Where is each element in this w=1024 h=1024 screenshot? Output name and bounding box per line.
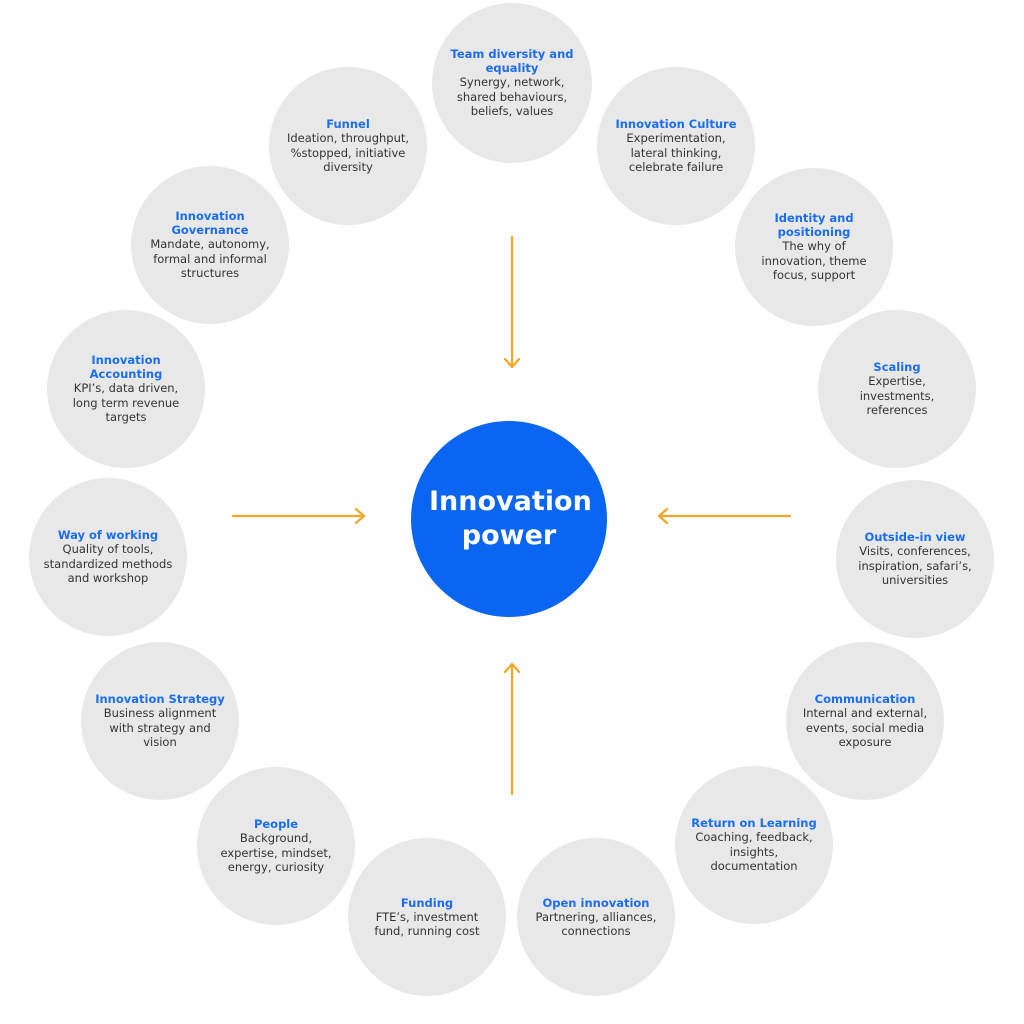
node-innovation-accounting: Innovation Accounting KPI’s, data driven… [47,310,205,468]
node-people: People Background, expertise, mindset, e… [197,767,355,925]
node-desc: Business alignment with strategy and vis… [103,706,217,750]
node-communication: Communication Internal and external, eve… [786,642,944,800]
node-identity-positioning: Identity and positioning The why of inno… [735,168,893,326]
node-innovation-culture: Innovation Culture Experimentation, late… [597,67,755,225]
node-team-diversity: Team diversity and equality Synergy, net… [432,3,592,163]
node-title: Innovation Accounting [89,353,163,382]
node-title: Return on Learning [691,816,817,831]
node-outside-in-view: Outside-in view Visits, conferences, ins… [836,480,994,638]
node-title: People [253,817,299,832]
node-desc: Background, expertise, mindset, energy, … [220,831,332,875]
node-desc: KPI’s, data driven, long term revenue ta… [72,381,180,425]
node-title: Communication [814,692,916,707]
node-desc: FTE’s, investment fund, running cost [374,909,480,939]
node-desc: Coaching, feedback, insights, documentat… [695,830,813,874]
node-desc: Visits, conferences, inspiration, safari… [858,544,972,588]
node-desc: Internal and external, events, social me… [802,706,928,750]
node-way-of-working: Way of working Quality of tools, standar… [29,478,187,636]
node-innovation-strategy: Innovation Strategy Business alignment w… [81,642,239,800]
node-title: Open innovation [542,895,650,910]
node-desc: Partnering, alliances, connections [535,909,657,939]
node-desc: Ideation, throughput, %stopped, initiati… [286,131,410,175]
node-desc: Mandate, autonomy, formal and informal s… [150,237,270,281]
node-desc: Expertise, investments, references [859,374,935,418]
node-title: Funnel [326,117,370,132]
center-title: Innovation power [429,486,592,551]
center-circle: Innovation power [411,421,607,617]
node-funding: Funding FTE’s, investment fund, running … [348,838,506,996]
node-title: Outside-in view [864,530,966,545]
node-desc: The why of innovation, theme focus, supp… [761,239,867,283]
node-open-innovation: Open innovation Partnering, alliances, c… [517,838,675,996]
arrow-down-icon [503,235,521,369]
node-title: Innovation Culture [615,117,737,132]
node-title: Innovation Strategy [95,692,225,707]
node-title: Identity and positioning [774,211,854,240]
node-title: Team diversity and equality [450,47,574,76]
arrow-up-icon [503,662,521,796]
node-scaling: Scaling Expertise, investments, referenc… [818,310,976,468]
node-return-on-learning: Return on Learning Coaching, feedback, i… [675,766,833,924]
node-funnel: Funnel Ideation, throughput, %stopped, i… [269,67,427,225]
node-desc: Synergy, network, shared behaviours, bel… [456,75,568,119]
node-desc: Quality of tools, standardized methods a… [43,542,173,586]
node-title: Way of working [57,528,159,543]
node-desc: Experimentation, lateral thinking, celeb… [626,131,726,175]
arrow-left-icon [657,507,792,525]
node-innovation-governance: Innovation Governance Mandate, autonomy,… [131,166,289,324]
node-title: Scaling [873,360,921,375]
arrow-right-icon [231,507,366,525]
node-title: Funding [400,895,454,910]
node-title: Innovation Governance [171,209,249,238]
